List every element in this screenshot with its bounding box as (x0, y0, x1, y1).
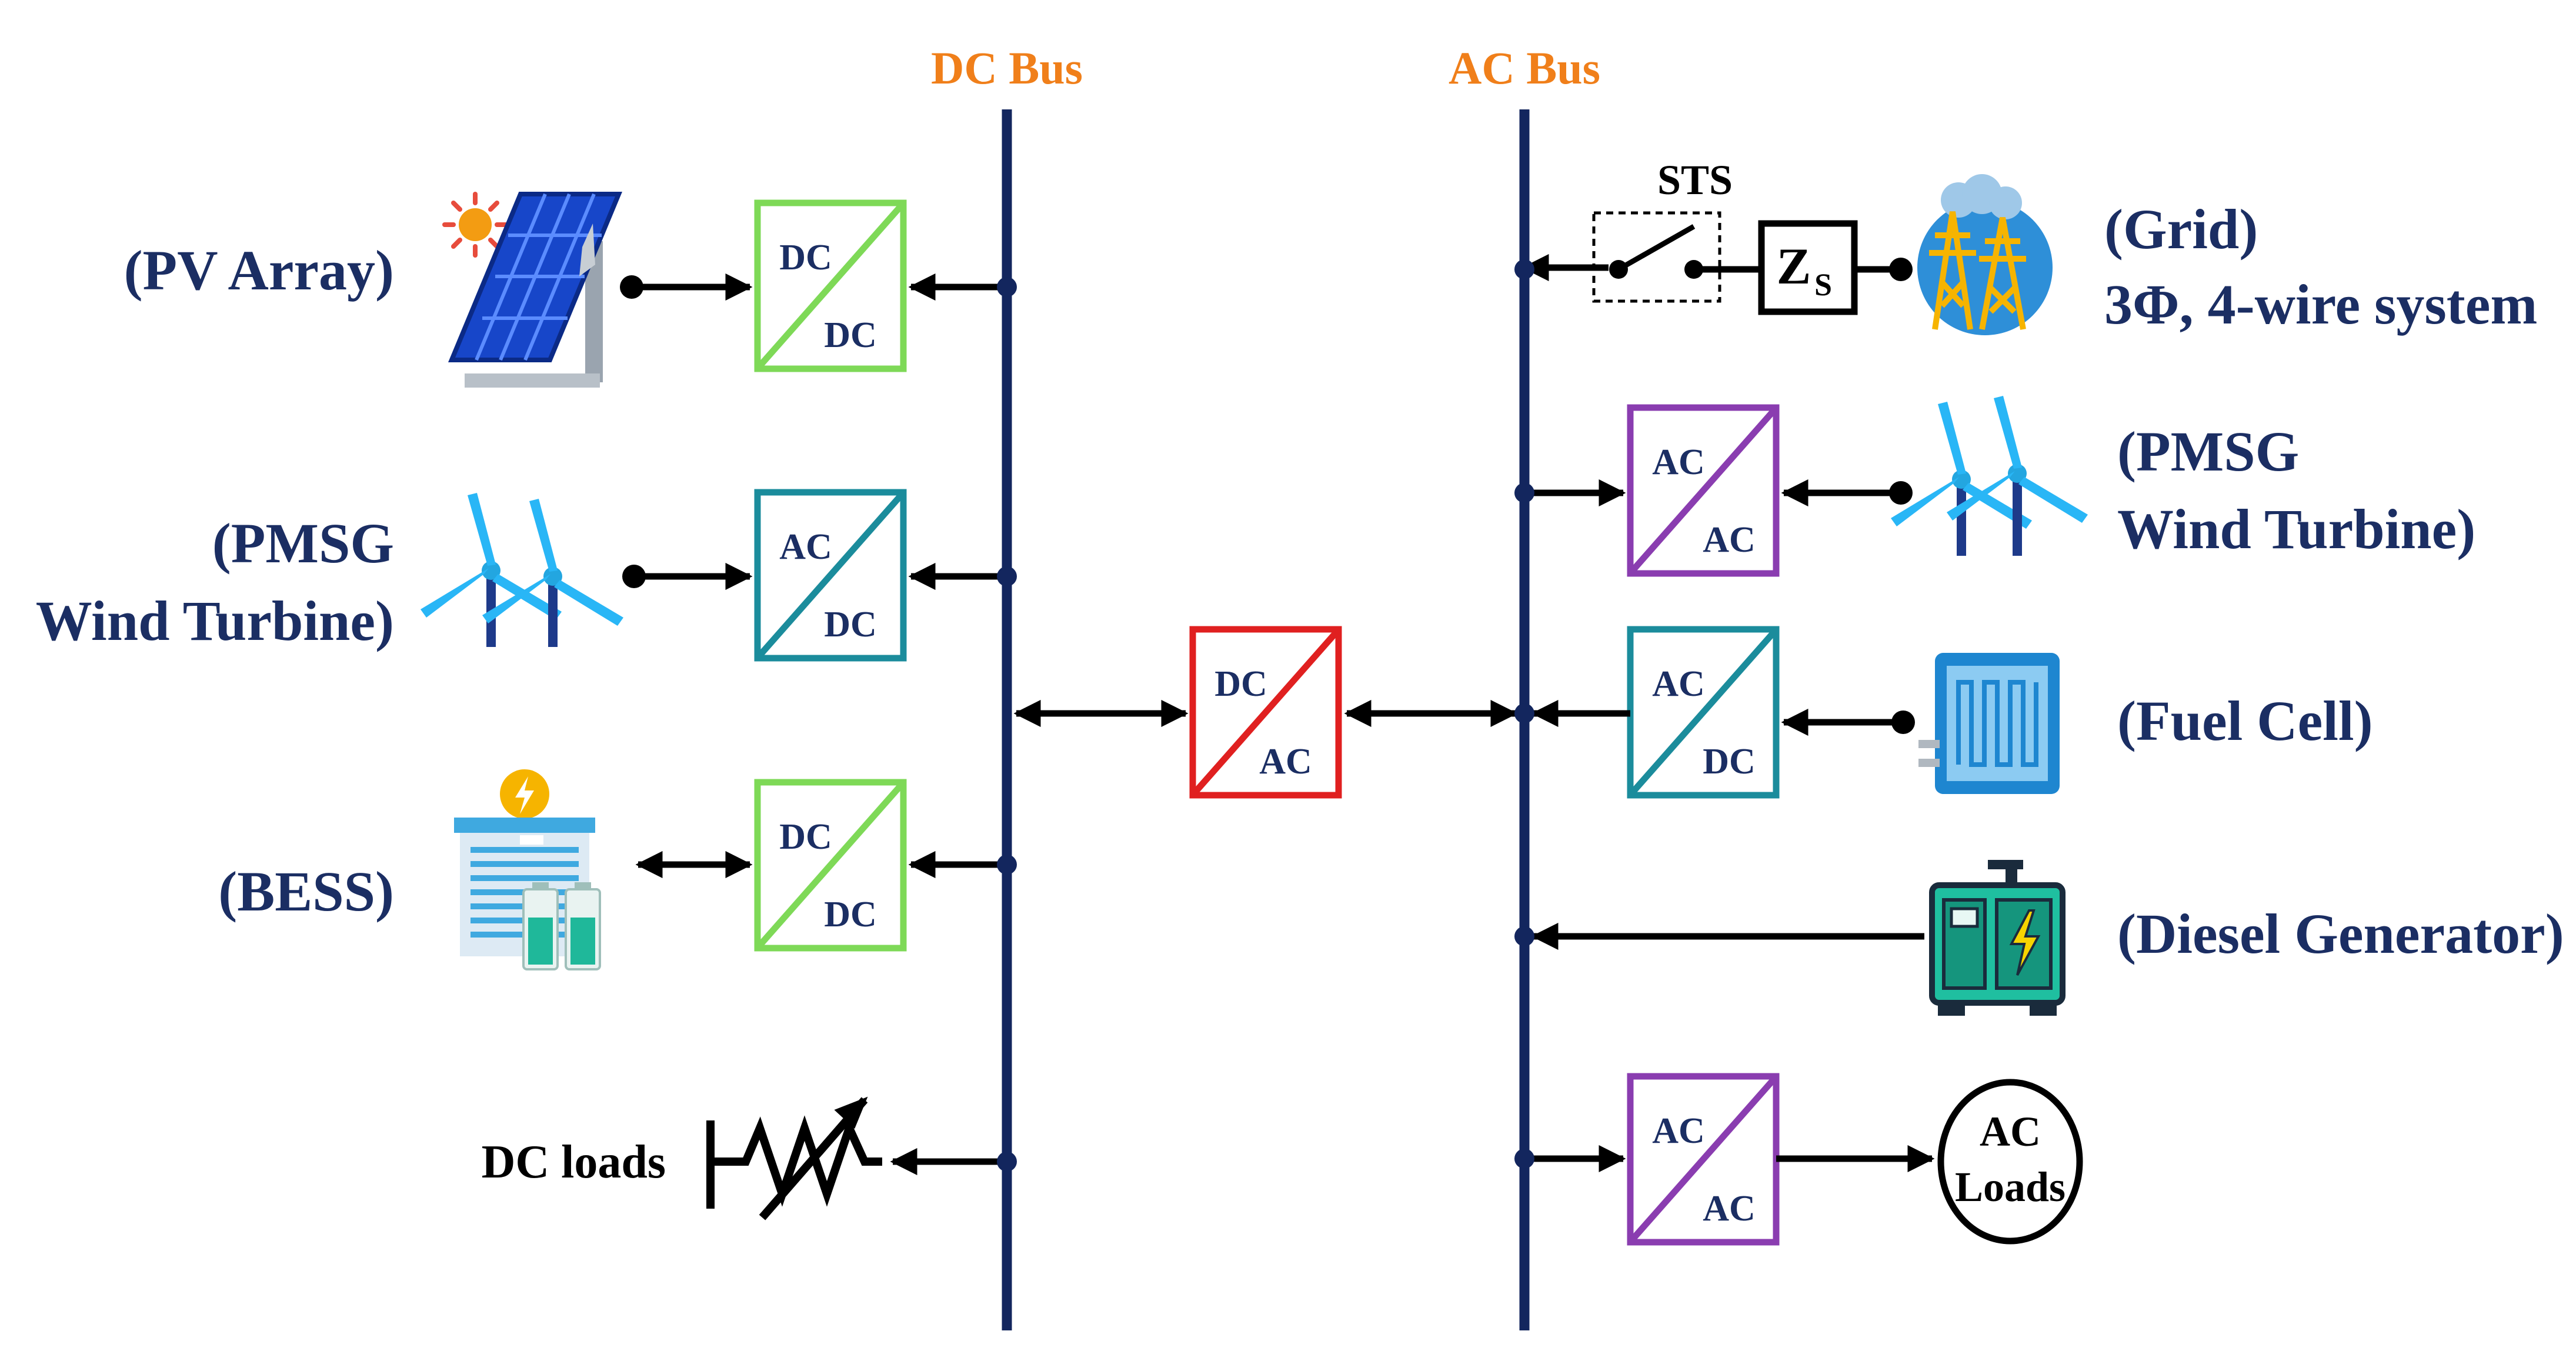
right-dots (1889, 481, 1915, 734)
left-wind-converter-top: AC (779, 527, 832, 567)
impedance-box (1758, 220, 1858, 315)
ac-bus-junctions (1514, 259, 1534, 1169)
impedance-subscript: S (1814, 267, 1832, 302)
fuel-cell-converter-bottom: DC (1703, 742, 1756, 782)
grid-dot (1889, 258, 1913, 281)
wind-turbine-icon (1947, 396, 2088, 556)
left-wind-ac-dc-converter: AC DC (754, 489, 907, 662)
sts-label: STS (1657, 156, 1733, 204)
bess-converter-top: DC (779, 817, 832, 857)
right-connections (1524, 479, 1935, 1173)
ac-bus-title: AC Bus (1449, 42, 1600, 94)
interlink-dc-ac-converter: DC AC (1189, 626, 1342, 799)
dc-bus-junctions (997, 277, 1017, 1172)
interlink-converter-top: DC (1214, 664, 1267, 704)
diesel-label: (Diesel Generator) (2117, 902, 2564, 965)
diesel-generator-icon (1929, 860, 2066, 1016)
right-wind-converter-top: AC (1652, 442, 1705, 482)
pv-converter-top: DC (779, 238, 832, 278)
variable-resistor-icon (706, 1096, 882, 1220)
bess-dc-dc-converter: DC DC (754, 779, 907, 952)
left-wind-label-line1: (PMSG (212, 512, 394, 575)
fuel-cell-label: (Fuel Cell) (2117, 689, 2373, 752)
grid-label-line2: 3Φ, 4-wire system (2104, 273, 2537, 336)
impedance-symbol: Z (1777, 238, 1811, 295)
right-wind-ac-ac-converter: AC AC (1627, 404, 1780, 577)
sun-icon (442, 192, 508, 258)
wind-turbine-icon (482, 499, 623, 647)
battery-storage-icon (454, 769, 601, 970)
ac-loads-converter-bottom: AC (1703, 1189, 1756, 1229)
power-tower-icon (1917, 174, 2053, 335)
left-wind-converter-bottom: DC (824, 605, 877, 645)
solar-panel-icon (448, 192, 622, 388)
bess-converter-bottom: DC (824, 895, 877, 935)
sts-box (1592, 211, 1721, 303)
interlink-converter-bottom: AC (1259, 742, 1312, 782)
grid-label-line1: (Grid) (2104, 198, 2258, 261)
fuel-cell-converter-top: AC (1652, 664, 1705, 704)
right-wind-label-line1: (PMSG (2117, 420, 2299, 483)
pv-dc-dc-converter: DC DC (754, 199, 907, 372)
pv-array-label: (PV Array) (124, 239, 394, 302)
ac-loads-circle (1937, 1079, 2083, 1245)
right-wind-converter-bottom: AC (1703, 520, 1756, 560)
ac-loads-label-line2: Loads (1955, 1163, 2066, 1210)
wind-turbine-icon (421, 493, 562, 647)
dc-loads-label: DC loads (482, 1136, 666, 1188)
dc-bus-title: DC Bus (931, 42, 1083, 94)
ac-loads-converter-top: AC (1652, 1111, 1705, 1151)
bess-label: (BESS) (218, 860, 394, 923)
left-dots (620, 275, 646, 588)
ac-loads-label-line1: AC (1980, 1108, 2041, 1155)
ac-loads-ac-ac-converter: AC AC (1627, 1073, 1780, 1246)
pv-converter-bottom: DC (824, 315, 877, 355)
right-wind-label-line2: Wind Turbine) (2117, 498, 2475, 561)
fuel-cell-icon (1918, 653, 2060, 794)
left-connections (634, 273, 1518, 1176)
fuel-cell-ac-dc-converter: AC DC (1627, 626, 1780, 799)
sts-switch (1521, 224, 1760, 282)
left-wind-label-line2: Wind Turbine) (36, 589, 394, 652)
